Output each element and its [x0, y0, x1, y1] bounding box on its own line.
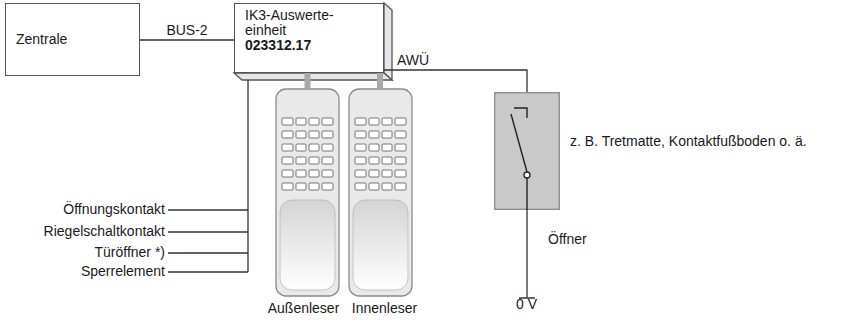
key [382, 157, 392, 164]
device-box: Zentrale [5, 3, 140, 76]
contact-mat: z. B. Tretmatte, Kontaktfußboden o. ä. [494, 92, 560, 210]
key [355, 118, 366, 125]
key [382, 131, 392, 138]
signal-label: Riegelschaltkontakt [44, 224, 165, 239]
reader-housing [349, 89, 412, 296]
key [395, 131, 406, 138]
key [282, 118, 293, 125]
key [355, 157, 366, 164]
terminal-label: 0 V [516, 297, 537, 312]
key [382, 118, 392, 125]
signal-label: Türöffner *) [94, 245, 165, 260]
key [309, 118, 319, 125]
wire [168, 209, 248, 210]
box-title: Zentrale [16, 32, 67, 47]
key [369, 118, 379, 125]
key [309, 183, 319, 190]
key [282, 144, 293, 151]
wire [247, 80, 248, 272]
box-bottom [234, 73, 392, 80]
key [369, 131, 379, 138]
bus-line [140, 39, 234, 40]
key [296, 170, 306, 177]
card-reader: Außenleser [275, 88, 340, 297]
key [355, 170, 366, 177]
key [322, 183, 333, 190]
key [382, 183, 392, 190]
reader-field [280, 200, 335, 290]
contact [514, 108, 527, 118]
key [296, 157, 306, 164]
key [322, 131, 333, 138]
key [355, 183, 366, 190]
mat-caption: z. B. Tretmatte, Kontaktfußboden o. ä. [570, 134, 807, 149]
key [369, 157, 379, 164]
key [296, 118, 306, 125]
reader-cable [377, 73, 383, 88]
key [369, 170, 379, 177]
key [395, 183, 406, 190]
key [282, 170, 293, 177]
pivot [524, 172, 530, 178]
wire [526, 210, 527, 298]
wire [168, 231, 248, 232]
key [382, 144, 392, 151]
key [322, 170, 333, 177]
key [395, 157, 406, 164]
signal-label: Sperrelement [81, 264, 165, 279]
key [282, 183, 293, 190]
key [395, 118, 406, 125]
wire [168, 252, 248, 253]
key [322, 157, 333, 164]
key [309, 157, 319, 164]
key [309, 131, 319, 138]
reader-field [353, 200, 408, 290]
key [369, 183, 379, 190]
line-label: BUS-2 [165, 23, 208, 38]
box-side [384, 3, 392, 80]
key [296, 144, 306, 151]
key [309, 144, 319, 151]
key [369, 144, 379, 151]
wire [526, 178, 527, 210]
signal-label: Öffnungskontakt [63, 202, 165, 217]
line-label: AWÜ [396, 53, 430, 68]
article-number: 023312.17 [245, 38, 341, 53]
key [322, 118, 333, 125]
switch-symbol [494, 92, 560, 210]
reader-label: Außenleser [268, 301, 340, 316]
bus-line [384, 70, 527, 92]
key [296, 183, 306, 190]
key [355, 144, 366, 151]
reader-cable [305, 73, 311, 88]
key [282, 157, 293, 164]
device-box: IK3-Auswerte- einheit023312.17 [234, 3, 384, 73]
switch-lever [511, 114, 527, 172]
key [322, 144, 333, 151]
wire [168, 271, 248, 272]
unit-name: IK3-Auswerte- einheit [245, 8, 341, 37]
key [395, 144, 406, 151]
reader-outline [275, 88, 340, 297]
card-reader: Innenleser [348, 88, 413, 297]
key [309, 170, 319, 177]
mat-housing [495, 93, 560, 210]
reader-housing [276, 89, 339, 296]
key [355, 131, 366, 138]
key [395, 170, 406, 177]
key [296, 131, 306, 138]
reader-outline [348, 88, 413, 297]
key [382, 170, 392, 177]
terminal-label: Öffner [548, 232, 587, 247]
key [282, 131, 293, 138]
reader-label: Innenleser [352, 301, 417, 316]
